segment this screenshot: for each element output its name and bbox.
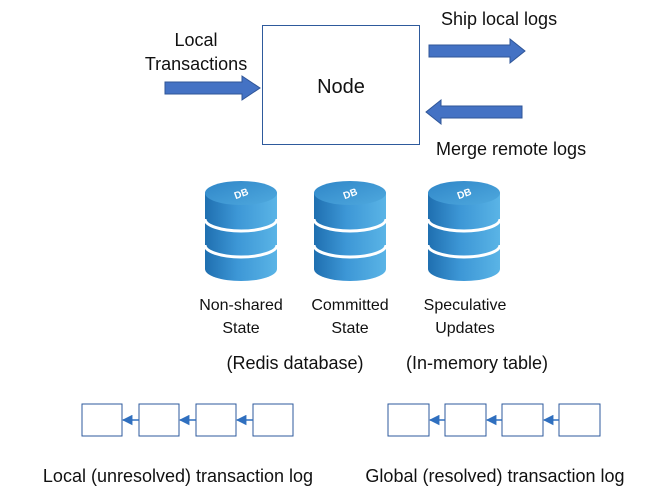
database-icon-committed: DB (312, 181, 388, 281)
db-label-committed-2: State (331, 320, 369, 337)
global-log-label: Global (resolved) transaction log (365, 466, 625, 486)
redis-note: (Redis database) (226, 353, 364, 373)
node-box: Node (262, 25, 420, 145)
svg-text:DB: DB (342, 187, 359, 202)
local-label-line2: Transactions (144, 54, 248, 74)
global-log-chain (387, 403, 601, 437)
db-label-speculative-1: Speculative (423, 297, 507, 314)
local-label-line1: Local (174, 30, 218, 50)
db-label-speculative-2: Updates (435, 320, 495, 337)
merge-arrow (425, 98, 523, 126)
db-label-nonshared-2: State (222, 320, 260, 337)
local-log-chain (81, 403, 294, 437)
db-label-committed-1: Committed (311, 297, 389, 314)
database-icon-speculative: DB (426, 181, 502, 281)
db-label-nonshared-1: Non-shared (199, 297, 283, 314)
database-icon-nonshared: DB (203, 181, 279, 281)
ship-arrow (428, 37, 526, 65)
svg-text:DB: DB (233, 187, 250, 202)
merge-remote-logs-label: Merge remote logs (436, 139, 587, 159)
node-label: Node (317, 76, 365, 98)
local-log-label: Local (unresolved) transaction log (42, 466, 314, 486)
input-arrow (164, 75, 261, 101)
ship-local-logs-label: Ship local logs (441, 9, 558, 29)
memory-note: (In-memory table) (405, 353, 549, 373)
svg-text:DB: DB (456, 187, 473, 202)
